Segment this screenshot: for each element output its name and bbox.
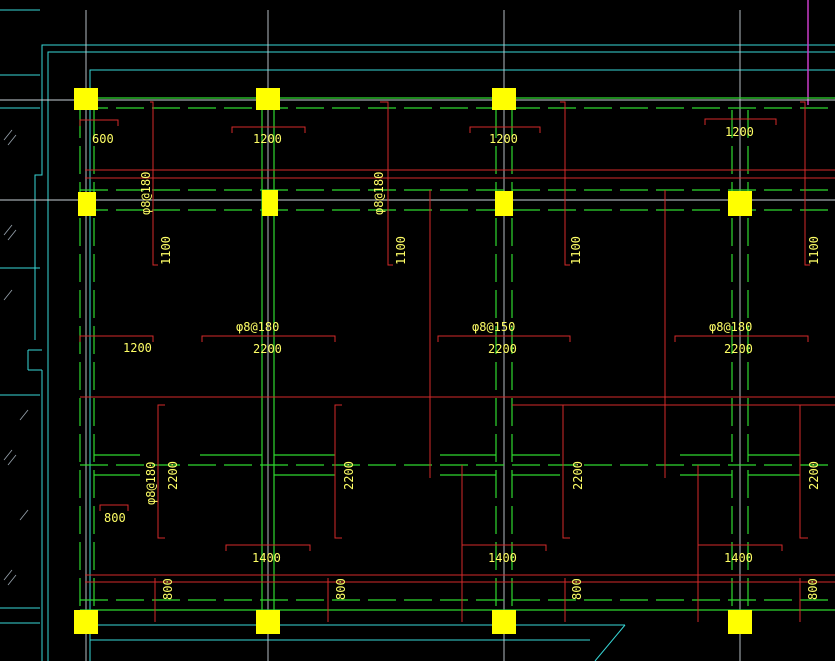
dim-label: 1100 — [394, 236, 408, 265]
dim-label: 2200 — [724, 342, 753, 356]
column-marker — [492, 88, 516, 110]
dim-label: 1200 — [725, 125, 754, 139]
dim-label: 1200 — [123, 341, 152, 355]
rebar-label: φ8@150 — [472, 320, 515, 334]
dim-label: 1100 — [569, 236, 583, 265]
dim-label: 1400 — [252, 551, 281, 565]
dim-label: 800 — [334, 578, 348, 600]
column-marker — [728, 191, 752, 216]
dim-label: 1200 — [253, 132, 282, 146]
dim-label: 2200 — [166, 461, 180, 490]
rebar-label: φ8@180 — [236, 320, 279, 334]
dim-label: 2200 — [488, 342, 517, 356]
rebar-label: φ8@180 — [139, 172, 153, 215]
dim-label: 800 — [104, 511, 126, 525]
column-marker — [495, 191, 513, 216]
rebar-label: φ8@180 — [144, 462, 158, 505]
wall-hatch-strokes — [3, 129, 29, 586]
dim-label: 2200 — [253, 342, 282, 356]
column-marker — [728, 610, 752, 634]
column-marker — [74, 610, 98, 634]
dim-label: 2200 — [807, 461, 821, 490]
column-marker — [78, 192, 96, 216]
rebar-lines — [79, 101, 835, 622]
column-marker — [256, 610, 280, 634]
dimension-labels: 600 1200 1200 1200 1200 2200 2200 2200 8… — [92, 125, 821, 600]
dim-label: 800 — [570, 578, 584, 600]
dim-label: 600 — [92, 132, 114, 146]
dim-label: 2200 — [571, 461, 585, 490]
dim-label: 1400 — [724, 551, 753, 565]
dim-label: 1400 — [488, 551, 517, 565]
dim-label: 1100 — [807, 236, 821, 265]
column-markers — [74, 88, 752, 634]
rebar-labels: φ8@180 φ8@150 φ8@180 φ8@180 φ8@180 φ8@18… — [139, 172, 752, 505]
column-marker — [256, 88, 280, 110]
rebar-label: φ8@180 — [709, 320, 752, 334]
dim-label: 1100 — [159, 236, 173, 265]
dim-label: 800 — [806, 578, 820, 600]
dim-label: 2200 — [342, 461, 356, 490]
rebar-label: φ8@180 — [372, 172, 386, 215]
wall-outlines — [27, 44, 835, 661]
column-marker — [492, 610, 516, 634]
dim-label: 800 — [161, 578, 175, 600]
column-marker — [262, 190, 278, 216]
column-marker — [74, 88, 98, 110]
dim-label: 1200 — [489, 132, 518, 146]
